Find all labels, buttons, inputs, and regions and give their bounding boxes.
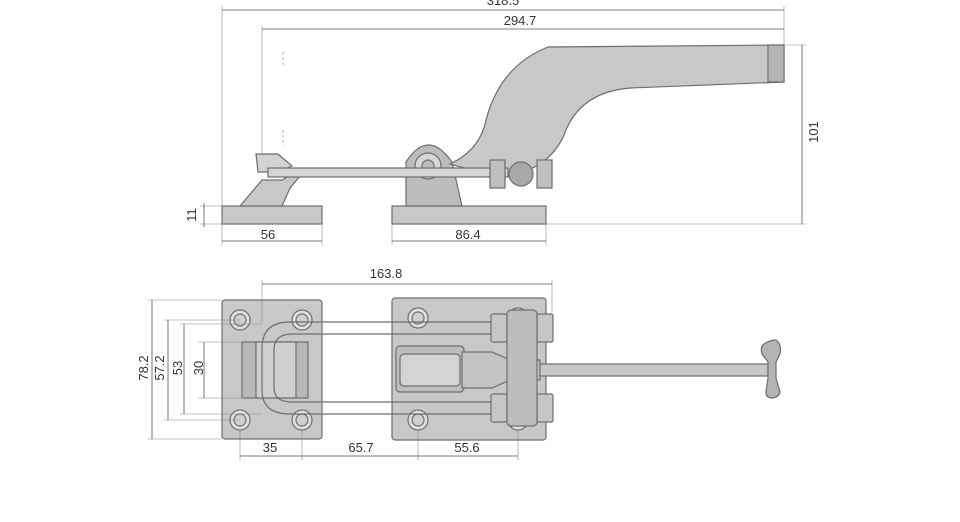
rod-nut-right [536,159,553,189]
dim-overall-length: 318.5 [487,0,520,8]
clamp-base-plate [391,205,547,225]
u-bolt [261,321,500,415]
dim-hook-base-length: 56 [261,227,275,242]
dim-gap-distance: 65.7 [348,440,373,455]
rod-nut-left [489,159,506,189]
top-view: 163.8 78.2 57.2 53 30 35 65.7 55.6 [136,266,782,460]
dim-outer-height: 78.2 [136,355,151,380]
rod-ball [508,161,534,187]
dim-handle-length: 294.7 [504,13,537,28]
dim-base-thickness: 11 [184,208,199,222]
dim-span-length: 163.8 [370,266,403,281]
nut-bottom-right [536,393,554,423]
handle-grip-top [760,339,782,399]
tension-rod [267,167,509,178]
handle-grip [767,44,785,83]
nut-top-right [536,313,554,343]
side-view: 318.5 294.7 101 11 56 86.4 [184,0,821,245]
dim-clamp-hole-pitch: 55.6 [454,440,479,455]
dim-hook-width: 30 [191,361,206,375]
nut-bottom-left [490,393,508,423]
clamp-handle [448,44,785,179]
dim-clamp-base-length: 86.4 [455,227,480,242]
dim-hole-spacing-outer: 57.2 [152,355,167,380]
dim-hook-hole-pitch: 35 [263,440,277,455]
hook-base-plate [221,205,323,225]
dim-hole-spacing-inner: 53 [170,361,185,375]
handle-bar-top [539,363,769,377]
nut-top-left [490,313,508,343]
dim-height: 101 [806,121,821,143]
